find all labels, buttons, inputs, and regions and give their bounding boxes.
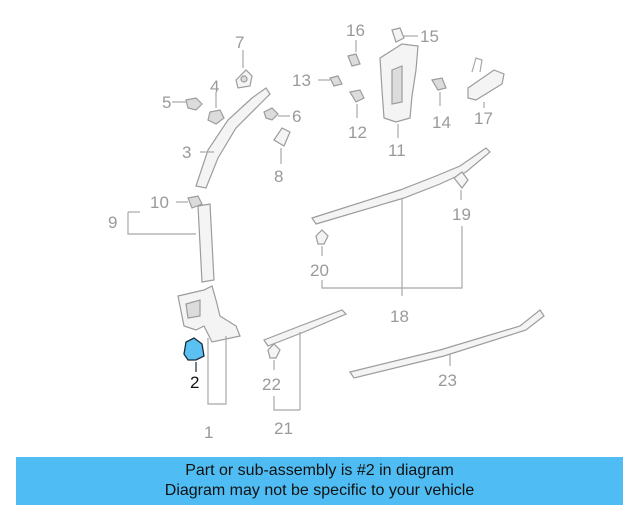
parts-diagram: 7 4 5 6 3 8 10 9 <box>108 21 545 442</box>
part-4-screw <box>207 92 225 125</box>
callout-14: 14 <box>432 113 451 132</box>
part-8-clip <box>273 127 291 164</box>
callout-16: 16 <box>346 21 365 40</box>
part-20-clip <box>315 229 329 256</box>
part-6-screw <box>263 107 290 121</box>
callout-17: 17 <box>474 109 493 128</box>
part-14-screw <box>431 77 447 106</box>
part-22-clip <box>267 343 281 370</box>
info-banner-line-2: Diagram may not be specific to your vehi… <box>164 482 475 499</box>
callout-5: 5 <box>162 93 171 112</box>
info-banner: Part or sub-assembly is #2 in diagram Di… <box>16 457 623 505</box>
callout-18: 18 <box>390 307 409 326</box>
callout-8: 8 <box>274 167 283 186</box>
part-16-clip <box>347 40 361 67</box>
part-1-kick-panel <box>177 285 241 405</box>
callout-4: 4 <box>210 77 219 96</box>
part-7-clip <box>235 50 253 89</box>
callout-22: 22 <box>262 375 281 394</box>
callout-15: 15 <box>420 27 439 46</box>
callout-3: 3 <box>182 143 191 162</box>
callout-23: 23 <box>438 371 457 390</box>
callout-12: 12 <box>348 123 367 142</box>
part-10-clip <box>176 195 203 209</box>
info-banner-line-1: Part or sub-assembly is #2 in diagram <box>185 462 454 479</box>
part-23-scuff-plate <box>349 309 545 379</box>
callout-20: 20 <box>310 261 329 280</box>
part-2-highlighted-clip <box>183 337 205 372</box>
part-19-clip <box>453 171 469 200</box>
callout-2: 2 <box>190 373 199 392</box>
part-18-sill-trim <box>311 147 491 296</box>
callout-7: 7 <box>235 33 244 52</box>
callout-1: 1 <box>204 423 213 442</box>
callout-19: 19 <box>452 205 471 224</box>
bracket-21 <box>273 396 300 411</box>
callout-6: 6 <box>292 107 301 126</box>
part-12-screw <box>349 89 365 118</box>
part-3-pillar-trim <box>195 87 271 189</box>
callout-11: 11 <box>388 141 406 160</box>
part-11-b-pillar-trim <box>379 43 419 138</box>
callout-13: 13 <box>292 71 311 90</box>
part-5-screw <box>172 97 203 111</box>
part-21-step-trim <box>263 309 348 410</box>
part-9-pillar-strip <box>127 203 215 283</box>
callout-9: 9 <box>108 213 117 232</box>
callout-21: 21 <box>274 419 293 438</box>
part-13-screw <box>318 75 343 87</box>
bracket-18 <box>321 226 463 289</box>
part-15-clip <box>391 27 418 43</box>
part-17-grip <box>467 57 505 108</box>
callout-10: 10 <box>150 193 169 212</box>
